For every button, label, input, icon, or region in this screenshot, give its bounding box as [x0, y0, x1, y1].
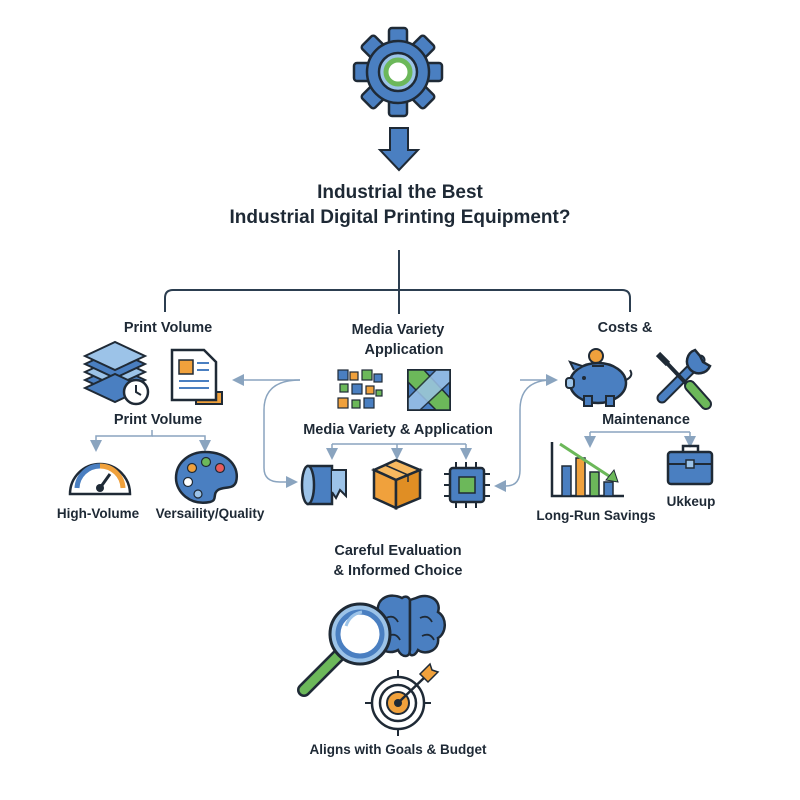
media-heading-line-1: Media Variety — [351, 322, 445, 338]
media-connectors — [232, 374, 558, 492]
costs-sublabel: Maintenance — [602, 412, 690, 428]
qr-code-icon — [337, 369, 383, 409]
declining-chart-icon — [550, 442, 624, 498]
costs-connectors — [584, 431, 696, 448]
gauge-icon — [68, 462, 132, 496]
print-volume-connectors — [90, 430, 211, 452]
versatility-quality-label: Versaility/Quality — [155, 506, 265, 521]
paper-stack-clock-icon — [82, 340, 150, 406]
wrench-screwdriver-icon — [655, 348, 712, 410]
document-icon — [170, 348, 223, 405]
title-line-2: Industrial Digital Printing Equipment? — [229, 207, 571, 228]
high-volume-label: High-Volume — [56, 506, 140, 521]
gear-icon — [352, 26, 444, 118]
down-arrow-icon — [377, 127, 421, 172]
upkeep-label: Ukkeup — [666, 494, 716, 509]
footer-label: Aligns with Goals & Budget — [309, 742, 487, 757]
long-run-savings-label: Long-Run Savings — [536, 508, 656, 523]
conclusion-line-1: Careful Evaluation — [334, 543, 462, 559]
diagonal-tile-icon — [407, 369, 451, 411]
target-icon — [365, 662, 440, 736]
toolbox-icon — [666, 444, 714, 486]
piggy-bank-icon — [565, 348, 633, 407]
media-heading-line-2: Application — [364, 342, 444, 358]
chip-icon — [444, 462, 490, 508]
conclusion-line-2: & Informed Choice — [333, 563, 463, 579]
print-volume-sublabel: Print Volume — [113, 412, 203, 428]
palette-icon — [174, 450, 239, 504]
print-volume-heading: Print Volume — [123, 320, 213, 336]
costs-heading: Costs & — [597, 320, 653, 336]
paper-roll-icon — [300, 464, 347, 506]
box-icon — [370, 458, 424, 510]
magnifier-icon — [297, 602, 392, 697]
media-sublabel: Media Variety & Application — [303, 422, 493, 438]
title-line-1: Industrial the Best — [317, 182, 483, 203]
tree-connectors — [164, 250, 631, 314]
